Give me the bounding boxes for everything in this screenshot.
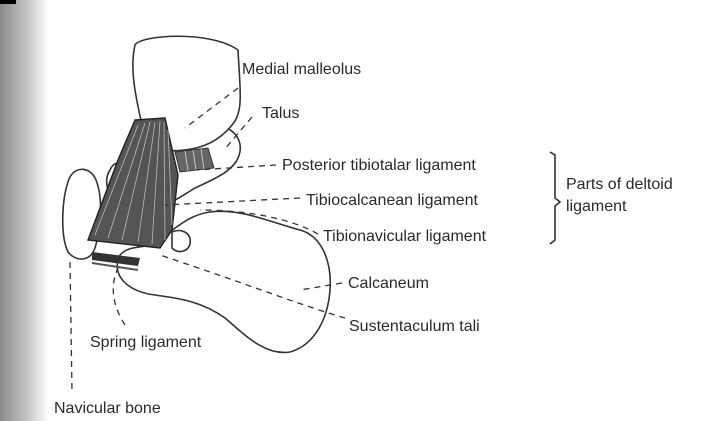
page-edge-shadow — [0, 0, 48, 421]
label-spring-ligament: Spring ligament — [90, 334, 202, 351]
label-posterior-tibiotalar: Posterior tibiotalar ligament — [282, 157, 476, 174]
label-tibionavicular: Tibionavicular ligament — [323, 228, 487, 245]
corner-mark — [0, 0, 16, 4]
leader-tibiocalcanean — [165, 198, 300, 205]
label-sustentaculum-tali: Sustentaculum tali — [349, 318, 480, 335]
deltoid-group-brace — [550, 152, 560, 244]
leader-navicular-bone — [70, 262, 72, 392]
navicular-bone — [63, 169, 101, 259]
label-deltoid-group-line2: ligament — [566, 198, 627, 215]
label-deltoid-group-line1: Parts of deltoid — [566, 176, 673, 193]
label-tibiocalcanean: Tibiocalcanean ligament — [306, 192, 479, 209]
label-navicular-bone: Navicular bone — [54, 400, 161, 417]
label-medial-malleolus: Medial malleolus — [242, 61, 361, 78]
label-calcaneum: Calcaneum — [348, 275, 429, 292]
label-talus: Talus — [262, 105, 299, 122]
sustentaculum-knob — [172, 231, 190, 252]
